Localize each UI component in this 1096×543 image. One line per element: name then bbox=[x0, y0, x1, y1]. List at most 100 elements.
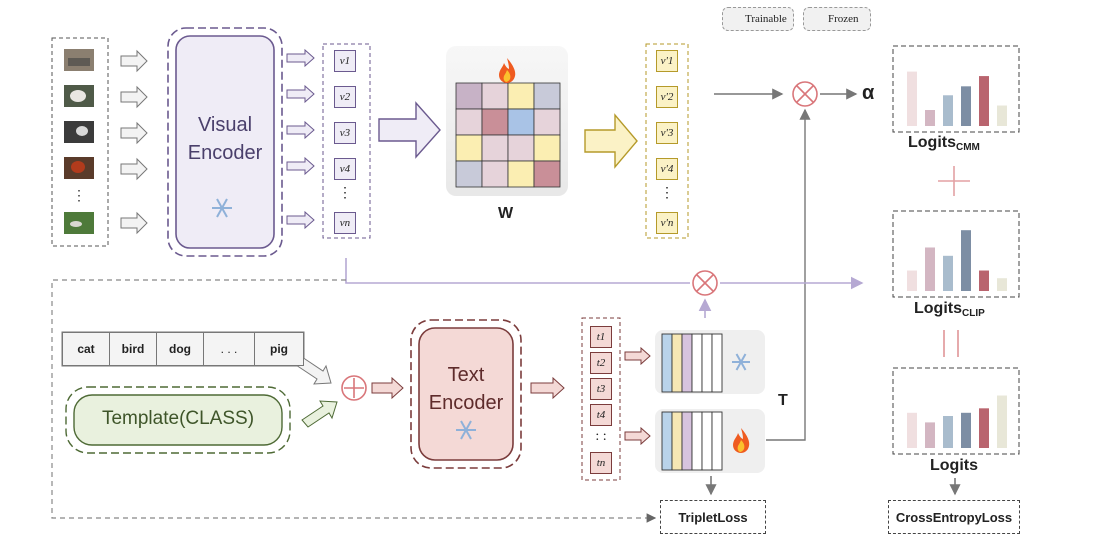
triplet-loss-box[interactable]: TripletLoss bbox=[660, 500, 766, 534]
w-matrix-cell bbox=[533, 134, 561, 162]
text-encoder[interactable] bbox=[418, 327, 514, 461]
logits-clip-frame bbox=[892, 210, 1020, 298]
logit-bar bbox=[925, 247, 935, 291]
logit-bar bbox=[979, 76, 989, 126]
logit-bar bbox=[961, 412, 971, 448]
classes-to-plus-arrow bbox=[295, 356, 332, 385]
text-feature-cell: tn bbox=[590, 452, 612, 474]
image-ellipsis: ⋮ bbox=[72, 187, 86, 203]
class-cell-cat[interactable]: cat bbox=[62, 332, 110, 366]
text-encoder-label-2: Encoder bbox=[428, 392, 504, 414]
text-bank-column bbox=[701, 411, 713, 471]
image-input-frame bbox=[51, 37, 109, 247]
template-to-plus-arrow bbox=[301, 400, 338, 428]
text-feature-ellipsis: : : bbox=[595, 429, 607, 444]
visual-encoder[interactable] bbox=[175, 35, 275, 249]
visual-feature-cell: v1 bbox=[334, 50, 356, 72]
text-bank-column bbox=[701, 333, 713, 393]
logit-bar bbox=[925, 422, 935, 448]
visual-feature-cell: v4 bbox=[334, 158, 356, 180]
w-to-adapted-arrow bbox=[584, 113, 638, 169]
w-matrix-cell bbox=[533, 108, 561, 136]
logit-bar bbox=[907, 412, 917, 448]
w-matrix-cell bbox=[455, 108, 483, 136]
logit-bar bbox=[961, 86, 971, 126]
snowflake-icon bbox=[456, 420, 476, 440]
flame-icon bbox=[733, 428, 750, 453]
logit-bar bbox=[907, 270, 917, 291]
image-to-encoder-arrows bbox=[120, 49, 148, 235]
template-label: Template(CLASS) bbox=[101, 408, 255, 429]
class-cell-ellipsis: . . . bbox=[203, 332, 255, 366]
text-bank-column bbox=[691, 411, 703, 471]
class-cell-bird[interactable]: bird bbox=[109, 332, 157, 366]
text-feature-cell: t1 bbox=[590, 326, 612, 348]
w-matrix-cell bbox=[481, 160, 509, 188]
logits-title: Logits bbox=[930, 457, 978, 474]
adapted-feature-ellipsis: ⋮ bbox=[660, 185, 674, 201]
logit-bar bbox=[961, 230, 971, 291]
class-cell-pig[interactable]: pig bbox=[254, 332, 304, 366]
adapted-feature-cell: v'3 bbox=[656, 122, 678, 144]
template-box[interactable] bbox=[73, 394, 283, 446]
alpha-label: α bbox=[862, 82, 875, 104]
logit-bar bbox=[979, 408, 989, 448]
w-matrix[interactable] bbox=[455, 82, 561, 188]
w-matrix-cell bbox=[455, 82, 483, 110]
text-features-to-multiply-line bbox=[766, 108, 811, 441]
logits-cmm-sub: CMM bbox=[956, 142, 980, 153]
visual-feature-cell: vn bbox=[334, 212, 356, 234]
visual-encoder-label-2: Encoder bbox=[187, 142, 263, 164]
text-bank-column bbox=[661, 333, 673, 393]
snowflake-icon bbox=[212, 198, 232, 218]
legend-trainable-label: Trainable bbox=[745, 13, 787, 25]
logit-bar bbox=[943, 95, 953, 126]
template-outline bbox=[65, 386, 291, 454]
text-bank-column bbox=[671, 333, 683, 393]
class-cell-dog[interactable]: dog bbox=[156, 332, 204, 366]
text-bank-column bbox=[711, 411, 723, 471]
text-feature-cell: t3 bbox=[590, 378, 612, 400]
plus-to-text-encoder-arrow bbox=[371, 376, 404, 400]
w-matrix-cell bbox=[533, 160, 561, 188]
w-matrix-cell bbox=[507, 134, 535, 162]
logits-frame bbox=[892, 367, 1020, 455]
adapted-features-frame bbox=[645, 43, 689, 239]
text-encoder-label-1: Text bbox=[447, 364, 485, 386]
w-matrix-cell bbox=[455, 160, 483, 188]
triplet-skip-line bbox=[51, 279, 657, 523]
trainable-text-bank[interactable] bbox=[661, 411, 723, 471]
text-bank-column bbox=[691, 333, 703, 393]
legend-trainable: Trainable bbox=[722, 7, 794, 31]
text-features-frame bbox=[581, 317, 621, 481]
text-bank-column bbox=[661, 411, 673, 471]
w-matrix-label: W bbox=[498, 205, 514, 222]
w-matrix-cell bbox=[481, 82, 509, 110]
ce-loss-box[interactable]: CrossEntropyLoss bbox=[888, 500, 1020, 534]
logit-bar bbox=[997, 105, 1007, 126]
logit-bar bbox=[997, 395, 1007, 448]
adapted-feature-cell: v'1 bbox=[656, 50, 678, 72]
w-matrix-cell bbox=[507, 160, 535, 188]
legend-frozen-label: Frozen bbox=[828, 13, 859, 25]
t-label: T bbox=[778, 392, 788, 409]
logit-bar bbox=[943, 255, 953, 291]
w-matrix-cell bbox=[507, 82, 535, 110]
logits-cmm-main: Logits bbox=[908, 134, 956, 151]
text-encoder-to-features-arrow bbox=[530, 376, 565, 400]
logit-bar-charts bbox=[907, 71, 1007, 448]
logits-cmm-frame bbox=[892, 45, 1020, 133]
logits-cmm-title: LogitsCMM bbox=[908, 134, 980, 153]
visual-feature-ellipsis: ⋮ bbox=[338, 185, 352, 201]
visual-feature-cell: v3 bbox=[334, 122, 356, 144]
flame-icon bbox=[499, 58, 516, 83]
legend-frozen: Frozen bbox=[803, 7, 871, 31]
visual-encoder-label-1: Visual bbox=[197, 114, 253, 136]
visual-encoder-outline bbox=[167, 27, 283, 257]
logit-bar bbox=[979, 270, 989, 291]
logit-bar bbox=[907, 71, 917, 126]
text-bank-column bbox=[681, 333, 693, 393]
logits-clip-title: LogitsCLIP bbox=[914, 300, 985, 319]
image-thumbnails: ⋮ bbox=[64, 49, 94, 234]
frozen-text-bank[interactable] bbox=[661, 333, 723, 393]
